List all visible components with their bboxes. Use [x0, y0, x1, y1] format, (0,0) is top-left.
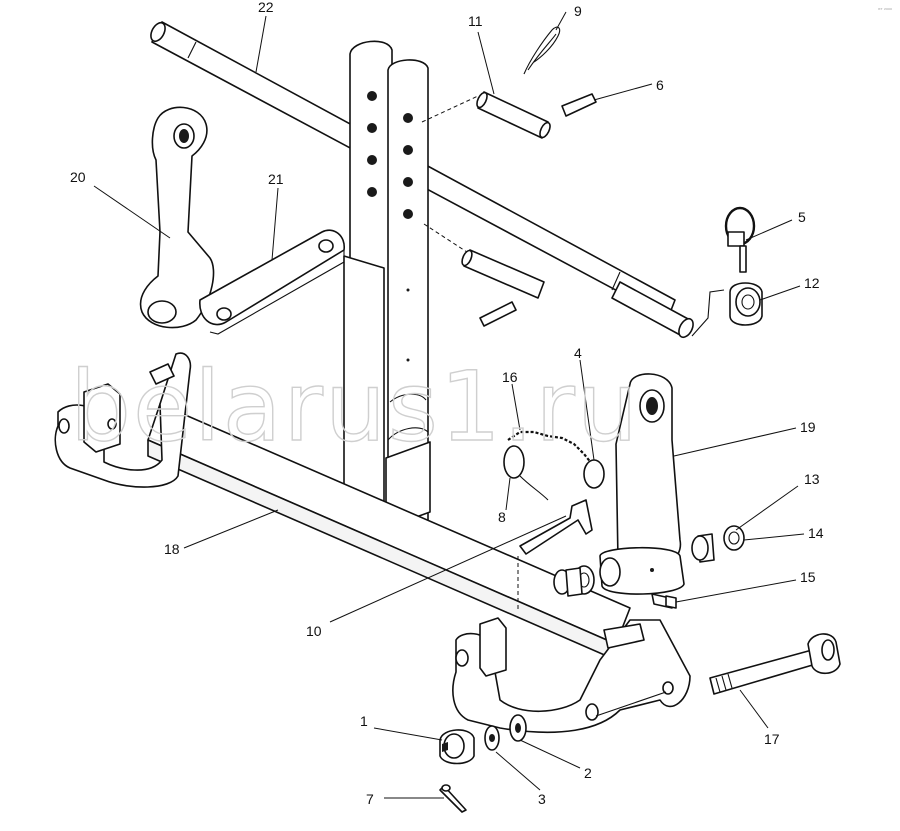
part-20-link-arm	[139, 106, 215, 329]
callout-19: 19	[800, 419, 816, 435]
corner-mark: ᴳᵀ ²⁰⁰⁰	[878, 8, 892, 14]
callout-5: 5	[798, 209, 806, 225]
callout-3: 3	[538, 791, 546, 807]
middle-pin	[423, 223, 545, 327]
part-7-cotter-pin	[439, 784, 467, 813]
part-10-hook-pin	[517, 499, 593, 612]
part-9-spring-clip	[523, 26, 561, 75]
part-13-14-bushings	[691, 525, 745, 563]
callout-7: 7	[366, 791, 374, 807]
part-5-ring-pin	[724, 206, 756, 273]
callout-22: 22	[258, 0, 274, 15]
callout-8: 8	[498, 509, 506, 525]
callout-labels: 22 11 9 6 20 21 5 12 16 4 19 8 13 14 15 …	[70, 0, 824, 807]
callout-18: 18	[164, 541, 180, 557]
leader-lines	[93, 11, 805, 799]
part-12-collar	[691, 282, 763, 337]
part-2-3-washers	[484, 714, 527, 751]
callout-21: 21	[268, 171, 284, 187]
callout-2: 2	[584, 765, 592, 781]
callout-9: 9	[574, 3, 582, 19]
part-18-cross-beam	[54, 352, 691, 734]
callout-13: 13	[804, 471, 820, 487]
callout-14: 14	[808, 525, 824, 541]
callout-17: 17	[764, 731, 780, 747]
part-15-grease-fitting	[651, 593, 677, 609]
callout-11: 11	[468, 13, 483, 29]
callout-15: 15	[800, 569, 816, 585]
callout-16: 16	[502, 369, 518, 385]
part-16-chain	[503, 430, 605, 501]
part-1-castle-nut	[439, 729, 475, 765]
part-6-small-pin	[561, 93, 597, 117]
callout-20: 20	[70, 169, 86, 185]
part-19-lever	[599, 373, 685, 595]
callout-4: 4	[574, 345, 582, 361]
callout-6: 6	[656, 77, 664, 93]
part-17-bolt	[709, 633, 841, 695]
callout-10: 10	[306, 623, 322, 639]
telescopic-link-outer	[343, 40, 393, 553]
callout-12: 12	[804, 275, 820, 291]
bushing-set	[553, 565, 595, 597]
callout-1: 1	[360, 713, 368, 729]
part-11-pin	[421, 91, 551, 139]
part-21-flat-link	[199, 229, 345, 335]
watermark-text: belarus1.ru	[70, 351, 640, 463]
